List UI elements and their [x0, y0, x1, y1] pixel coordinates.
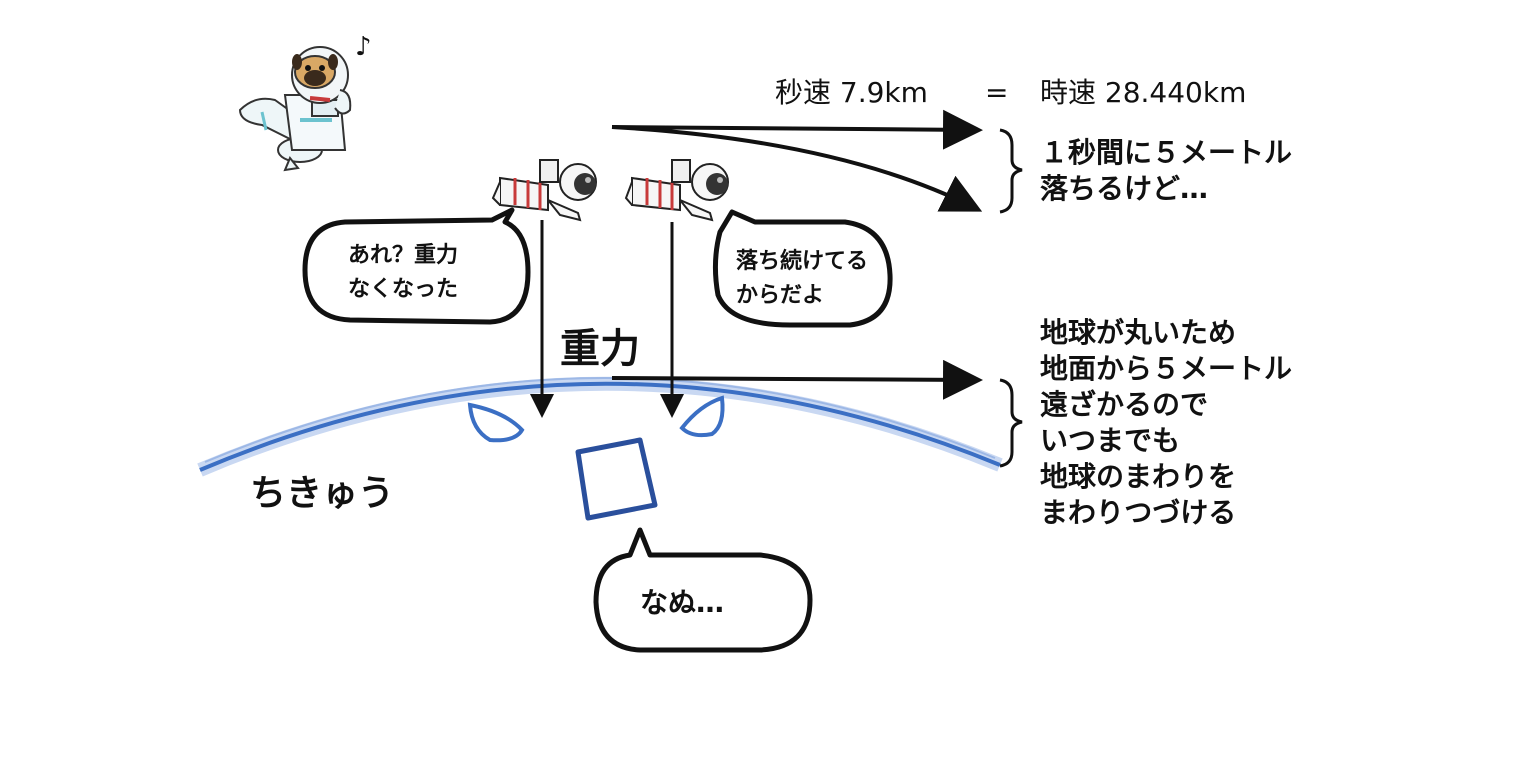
- curve-note-line5: 地球のまわりを: [1040, 460, 1236, 493]
- speech-bubble-left: あれ？重力 なくなった: [302, 207, 531, 325]
- gravity-label: 重力: [560, 326, 640, 372]
- astronaut-left: [491, 159, 597, 222]
- tangent-arrow-ground: [611, 359, 983, 400]
- speed-per-second: 秒速 7.9km: [775, 76, 928, 109]
- bubble-bottom-text: なぬ…: [640, 586, 724, 619]
- earth-fragment-left: [467, 402, 525, 443]
- speed-per-hour: 時速 28.440km: [1040, 76, 1246, 109]
- fall-note-line1: １秒間に５メートル: [1040, 136, 1292, 169]
- curve-note-line6: まわりつづける: [1040, 496, 1236, 529]
- speech-bubble-bottom: なぬ…: [593, 527, 813, 653]
- astronaut-right: [624, 159, 729, 222]
- fall-curve-arrow: [611, 125, 983, 212]
- curve-note-line1: 地球が丸いため: [1040, 316, 1236, 349]
- earth-fragment-right: [679, 395, 725, 438]
- speed-equals: =: [985, 76, 1008, 109]
- tangent-arrow-top: [611, 109, 983, 150]
- earth-surface: [197, 376, 1003, 477]
- speech-bubble-right: 落ち続けてる からだよ: [712, 209, 893, 328]
- brace-top: [999, 128, 1023, 214]
- bubble-left-line2: なくなった: [348, 277, 458, 302]
- brace-bottom: [999, 378, 1023, 468]
- music-note-icon: ♪: [355, 32, 372, 62]
- astronaut-pug: [238, 46, 352, 172]
- fall-note-line2: 落ちるけど…: [1040, 172, 1208, 205]
- bubble-left-line1: あれ？重力: [348, 243, 458, 268]
- square-character: [575, 437, 658, 521]
- bubble-right-line1: 落ち続けてる: [736, 248, 868, 274]
- earth-label: ちきゅう: [250, 473, 394, 514]
- curve-note-line4: いつまでも: [1040, 424, 1180, 457]
- curve-note-line3: 遠ざかるので: [1040, 388, 1208, 421]
- bubble-right-line2: からだよ: [736, 283, 824, 308]
- curve-note-line2: 地面から５メートル: [1040, 352, 1292, 385]
